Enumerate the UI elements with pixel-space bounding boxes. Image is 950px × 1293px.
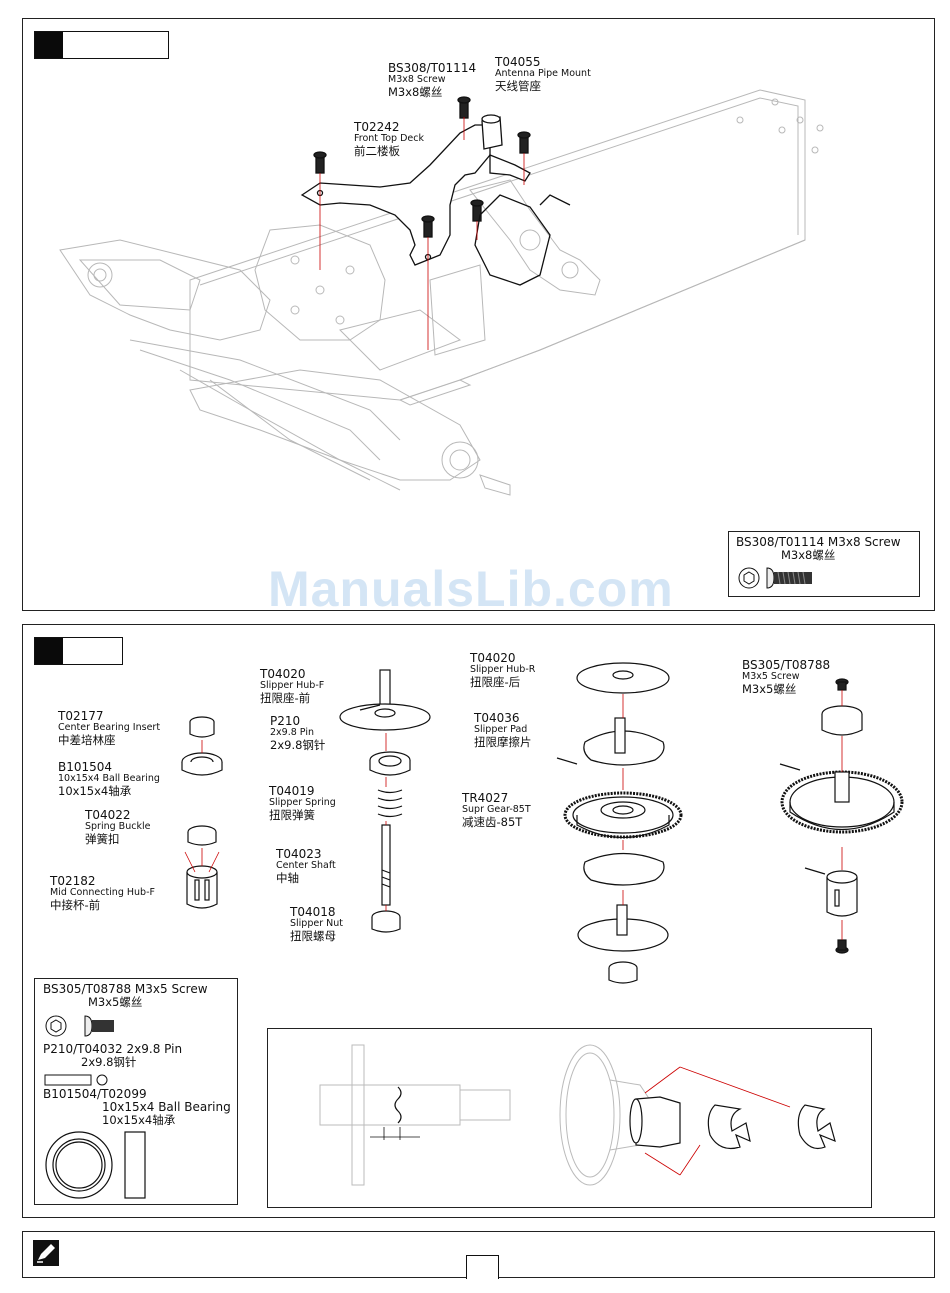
legend-bearing-title2: 10x15x4 Ball Bearing bbox=[102, 1100, 231, 1114]
step-1-number-box bbox=[34, 31, 169, 59]
pin-icon bbox=[44, 1074, 108, 1086]
chassis-illustration bbox=[59, 89, 824, 496]
spring-buckle-detail-box bbox=[267, 1028, 872, 1208]
front-top-deck-drawing bbox=[300, 96, 571, 350]
legend-screw-cn: M3x8螺丝 bbox=[781, 548, 836, 562]
part-label-t02177: T02177 Center Bearing Insert 中差培林座 bbox=[58, 709, 161, 747]
detail-illustration bbox=[319, 1044, 836, 1186]
part-label-t04019: T04019 Slipper Spring 扭限弹簧 bbox=[269, 784, 336, 822]
part-label-t04036: T04036 Slipper Pad 扭限摩擦片 bbox=[474, 711, 532, 749]
part-label-b101504: B101504 10x15x4 Ball Bearing 10x15x4轴承 bbox=[58, 760, 160, 798]
part-label-t04055: T04055 Antenna Pipe Mount 天线管座 bbox=[495, 55, 591, 93]
short-screw-icon bbox=[45, 1015, 114, 1037]
part-label-t04023: T04023 Center Shaft 中轴 bbox=[276, 847, 336, 885]
legend-m3x5-title: BS305/T08788 M3x5 Screw bbox=[43, 982, 208, 996]
legend-screw-title: BS308/T01114 M3x8 Screw bbox=[736, 535, 901, 549]
center-bearing-assembly-drawing bbox=[181, 716, 223, 909]
step-2-hardware-legend: BS305/T08788 M3x5 Screw M3x5螺丝 P210/T040… bbox=[34, 978, 238, 1205]
watermark: ManualsLib.com bbox=[268, 561, 674, 617]
part-label-t04020-r: T04020 Slipper Hub-R 扭限座-后 bbox=[470, 651, 536, 689]
step-2-number-box bbox=[34, 637, 123, 665]
part-label-bs308: BS308/T01114 M3x8 Screw M3x8螺丝 bbox=[388, 61, 477, 99]
page-number-box bbox=[466, 1255, 499, 1279]
legend-pin-cn: 2x9.8钢针 bbox=[81, 1055, 137, 1069]
bearing-icon bbox=[45, 1131, 146, 1199]
part-label-t02182: T02182 Mid Connecting Hub-F 中接杯-前 bbox=[50, 874, 155, 912]
part-label-bs305: BS305/T08788 M3x5 Screw M3x5螺丝 bbox=[742, 658, 831, 696]
part-label-tr4027: TR4027 Supr Gear-85T 减速齿-85T bbox=[462, 791, 531, 829]
note-pencil-icon bbox=[33, 1240, 59, 1266]
legend-pin-title: P210/T04032 2x9.8 Pin bbox=[43, 1042, 183, 1056]
slipper-stack-drawing bbox=[556, 662, 683, 984]
step-1-hardware-legend: BS308/T01114 M3x8 Screw M3x8螺丝 bbox=[728, 531, 920, 597]
screw-icon bbox=[738, 567, 812, 589]
part-label-t04018: T04018 Slipper Nut 扭限螺母 bbox=[290, 905, 343, 943]
legend-bearing-cn: 10x15x4轴承 bbox=[102, 1113, 176, 1127]
step-1-panel bbox=[22, 18, 935, 611]
part-label-t02242: T02242 Front Top Deck 前二楼板 bbox=[354, 120, 424, 158]
part-label-t04022: T04022 Spring Buckle 弹簧扣 bbox=[85, 808, 151, 846]
legend-bearing-title: B101504/T02099 bbox=[43, 1087, 147, 1101]
center-shaft-assembly-drawing bbox=[339, 669, 431, 933]
part-label-p210: P210 2x9.8 Pin 2x9.8钢针 bbox=[270, 714, 326, 752]
legend-m3x5-cn: M3x5螺丝 bbox=[88, 995, 143, 1009]
part-label-t04020-f: T04020 Slipper Hub-F 扭限座-前 bbox=[260, 667, 325, 705]
assembled-spur-gear-drawing bbox=[779, 678, 904, 954]
